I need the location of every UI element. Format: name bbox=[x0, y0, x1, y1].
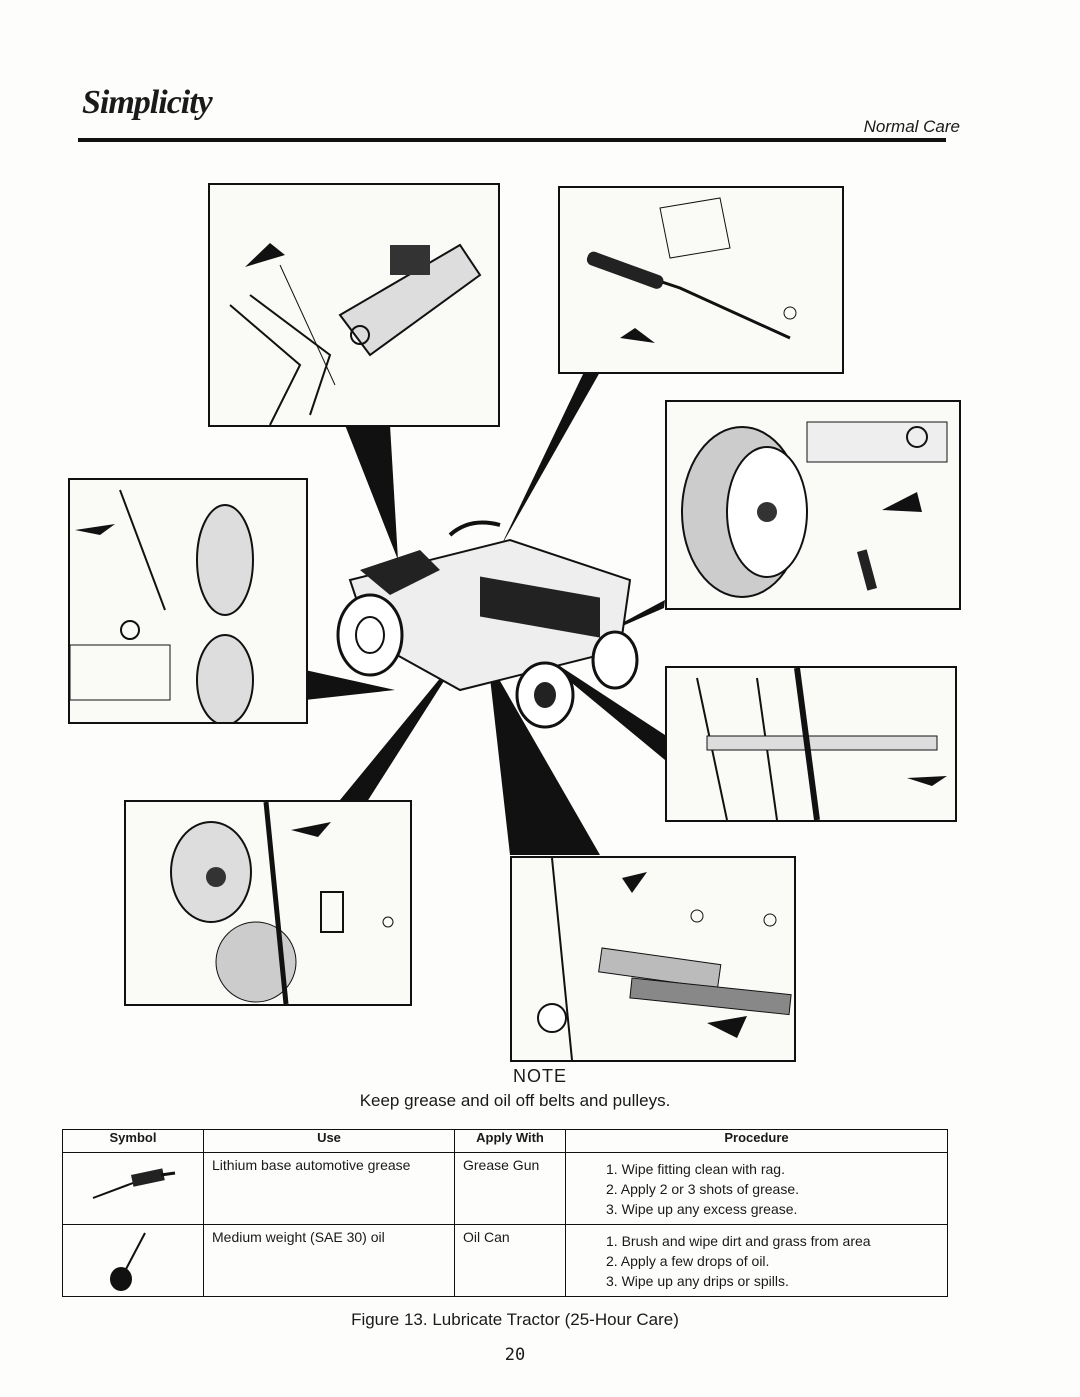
figure-caption: Figure 13. Lubricate Tractor (25-Hour Ca… bbox=[351, 1310, 679, 1329]
grease-gun-icon bbox=[92, 1168, 176, 1199]
procedure-step: 1. Brush and wipe dirt and grass from ar… bbox=[606, 1233, 871, 1249]
procedure-step: 3. Wipe up any drips or spills. bbox=[606, 1273, 789, 1289]
note-title: NOTE bbox=[512, 1066, 567, 1086]
procedure-step: 1. Wipe fitting clean with rag. bbox=[606, 1161, 785, 1177]
procedure-cell: 1. Brush and wipe dirt and grass from ar… bbox=[565, 1224, 948, 1297]
detail-panel-front-pulley bbox=[124, 800, 412, 1006]
tractor-illustration bbox=[330, 500, 650, 730]
detail-panel-steering-pivot bbox=[208, 183, 500, 427]
header-symbol: Symbol bbox=[62, 1129, 204, 1153]
section-title: Normal Care bbox=[863, 117, 960, 136]
procedure-step: 2. Apply a few drops of oil. bbox=[606, 1253, 770, 1269]
apply-cell: Oil Can bbox=[454, 1224, 566, 1297]
brand-logo: Simplicity bbox=[82, 84, 213, 121]
table-row: Medium weight (SAE 30) oil Oil Can 1. Br… bbox=[62, 1224, 948, 1297]
symbol-cell bbox=[62, 1224, 204, 1297]
header-apply: Apply With bbox=[454, 1129, 566, 1153]
note-text: Keep grease and oil off belts and pulley… bbox=[359, 1091, 671, 1110]
detail-panel-front-wheel bbox=[665, 400, 961, 610]
detail-panel-rear-spring bbox=[510, 856, 796, 1062]
header-rule bbox=[78, 138, 946, 142]
header-use: Use bbox=[203, 1129, 455, 1153]
detail-panel-belt-idler bbox=[68, 478, 308, 724]
detail-panel-mower-linkage bbox=[665, 666, 957, 822]
page-number: 20 bbox=[504, 1345, 526, 1365]
lubrication-table: Symbol Use Apply With Procedure Lithium … bbox=[62, 1129, 948, 1297]
table-row: Lithium base automotive grease Grease Gu… bbox=[62, 1152, 948, 1225]
procedure-step: 3. Wipe up any excess grease. bbox=[606, 1201, 798, 1217]
apply-cell: Grease Gun bbox=[454, 1152, 566, 1225]
detail-panel-lift-lever bbox=[558, 186, 844, 374]
procedure-step: 2. Apply 2 or 3 shots of grease. bbox=[606, 1181, 800, 1197]
use-cell: Medium weight (SAE 30) oil bbox=[203, 1224, 455, 1297]
procedure-cell: 1. Wipe fitting clean with rag. 2. Apply… bbox=[565, 1152, 948, 1225]
oil-can-icon bbox=[110, 1232, 146, 1291]
symbol-cell bbox=[62, 1152, 204, 1225]
use-cell: Lithium base automotive grease bbox=[203, 1152, 455, 1225]
table-header-row: Symbol Use Apply With Procedure bbox=[62, 1129, 948, 1153]
header-procedure: Procedure bbox=[565, 1129, 948, 1153]
